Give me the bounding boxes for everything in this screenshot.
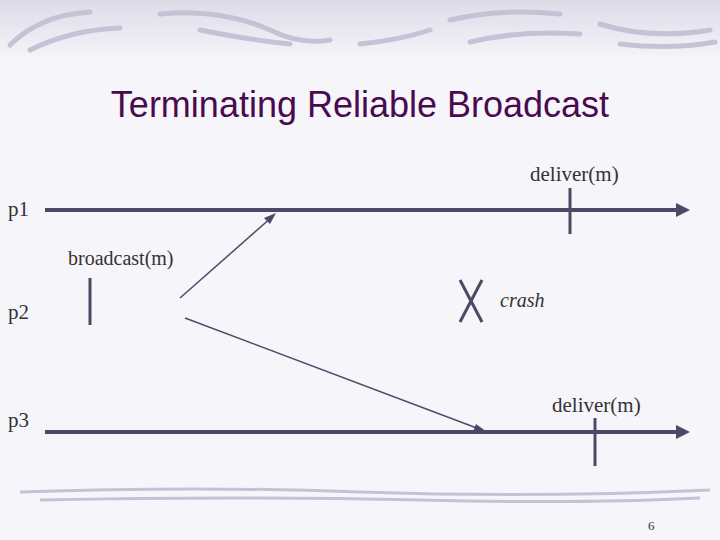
process-name: p1 — [8, 197, 29, 222]
crash-mark — [460, 280, 482, 322]
process-name: p2 — [8, 300, 29, 325]
event-label: deliver(m) — [552, 393, 641, 418]
page-number: 6 — [648, 518, 655, 534]
header-band — [0, 0, 720, 60]
event-label: deliver(m) — [530, 162, 619, 187]
event-label: broadcast(m) — [68, 246, 174, 270]
message-arrows — [180, 217, 482, 430]
timeline-arrowheads — [676, 203, 690, 439]
crash-label: crash — [500, 288, 544, 312]
message-arrowheads — [264, 213, 487, 432]
footer-swirls — [20, 489, 710, 502]
event-ticks — [90, 188, 595, 466]
slide-title: Terminating Reliable Broadcast — [0, 84, 720, 126]
process-lines — [45, 210, 678, 432]
header-swirls — [10, 12, 715, 50]
process-name: p3 — [8, 408, 29, 433]
